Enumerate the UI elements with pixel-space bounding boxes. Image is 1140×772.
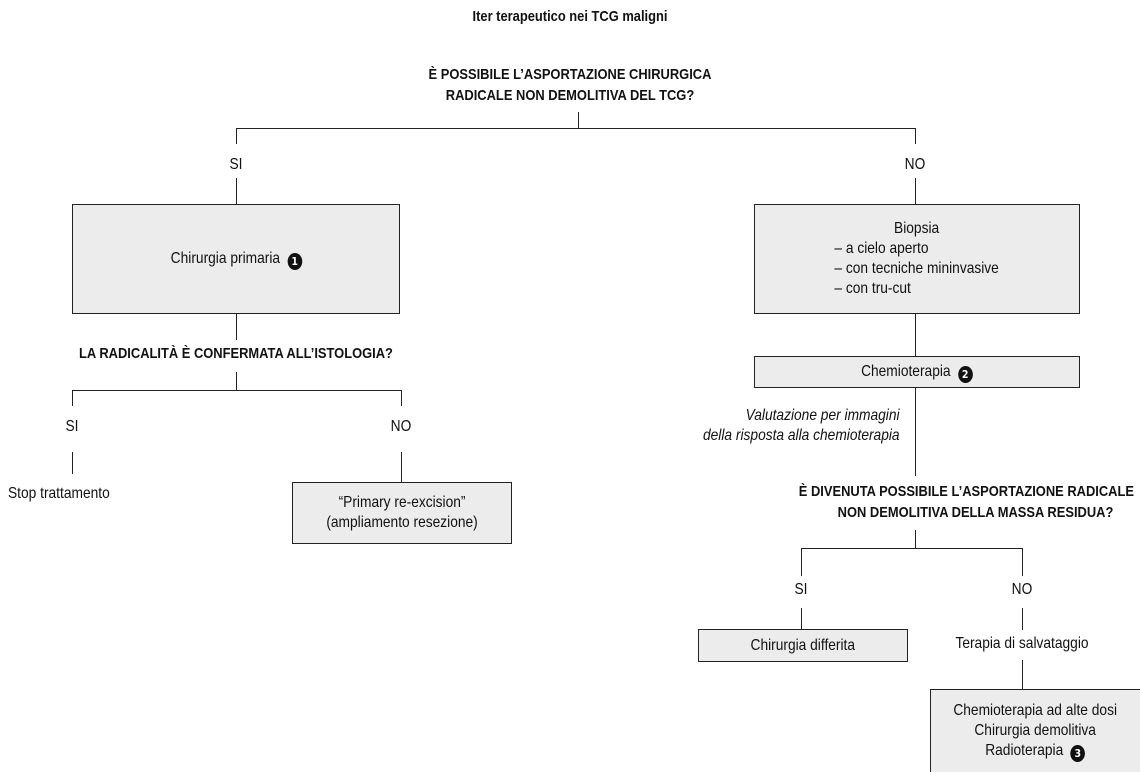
connector xyxy=(578,112,579,128)
valutazione-note: Valutazione per immagini della risposta … xyxy=(703,406,900,446)
chirurgia-primaria-label: Chirurgia primaria xyxy=(170,249,280,267)
biopsia-box: Biopsia – a cielo aperto – con tecniche … xyxy=(754,204,1080,314)
connector xyxy=(801,548,1023,549)
terapia-salvataggio-box: Chemioterapia ad alte dosi Chirurgia dem… xyxy=(930,689,1140,772)
badge-1: 1 xyxy=(286,252,302,270)
chemioterapia-label: Chemioterapia xyxy=(861,362,951,380)
q2-yes-label: SI xyxy=(65,418,79,435)
connector xyxy=(236,128,237,144)
chirurgia-differita-label: Chirurgia differita xyxy=(750,636,856,654)
connector xyxy=(401,390,402,406)
question-2: LA RADICALITÀ È CONFERMATA ALL’ISTOLOGIA… xyxy=(79,345,393,362)
connector xyxy=(1022,548,1023,576)
chirurgia-primaria-box: Chirurgia primaria 1 xyxy=(72,204,400,314)
primary-reexcision-box: “Primary re-excision” (ampliamento resez… xyxy=(292,482,512,544)
biopsia-heading: Biopsia xyxy=(894,220,940,237)
valutazione-line1: Valutazione per immagini xyxy=(746,407,900,424)
connector xyxy=(236,178,237,204)
valutazione-line2: della risposta alla chemioterapia xyxy=(703,427,900,444)
biopsia-item: – con tru-cut xyxy=(834,280,912,297)
connector xyxy=(915,530,916,548)
question-3-line2: NON DEMOLITIVA DELLA MASSA RESIDUA? xyxy=(837,504,1114,521)
connector xyxy=(915,178,916,204)
reexcision-line2: (ampliamento resezione) xyxy=(326,514,478,531)
q3-no-label: NO xyxy=(1011,581,1033,598)
connector xyxy=(915,314,916,356)
connector xyxy=(1022,608,1023,630)
connector xyxy=(801,548,802,576)
connector xyxy=(401,452,402,482)
connector xyxy=(915,388,916,476)
question-3: È DIVENUTA POSSIBILE L’ASPORTAZIONE RADI… xyxy=(687,481,1134,523)
chemioterapia-box: Chemioterapia 2 xyxy=(754,356,1080,388)
q3-yes-label: SI xyxy=(794,581,808,598)
badge-2: 2 xyxy=(958,365,973,383)
stop-trattamento-label: Stop trattamento xyxy=(8,485,110,502)
q1-no-label: NO xyxy=(904,156,926,173)
connector xyxy=(72,452,73,474)
final-line1: Chemioterapia ad alte dosi xyxy=(953,701,1118,719)
connector xyxy=(72,390,73,406)
biopsia-item: – a cielo aperto xyxy=(834,240,929,257)
connector xyxy=(236,128,916,129)
question-1: È POSSIBILE L’ASPORTAZIONE CHIRURGICA RA… xyxy=(398,64,742,106)
connector xyxy=(915,128,916,144)
final-line3: Radioterapia xyxy=(985,741,1064,759)
question-1-line1: È POSSIBILE L’ASPORTAZIONE CHIRURGICA xyxy=(428,66,712,83)
connector xyxy=(1022,660,1023,690)
q2-no-label: NO xyxy=(390,418,412,435)
diagram-title: Iter terapeutico nei TCG maligni xyxy=(472,8,668,25)
connector xyxy=(236,372,237,390)
badge-3: 3 xyxy=(1070,744,1086,762)
biopsia-item: – con tecniche mininvasive xyxy=(834,260,1000,277)
connector xyxy=(801,608,802,630)
question-1-line2: RADICALE NON DEMOLITIVA DEL TCG? xyxy=(445,87,695,104)
final-line2: Chirurgia demolitiva xyxy=(974,721,1097,739)
chirurgia-differita-box: Chirurgia differita xyxy=(698,629,908,662)
q1-yes-label: SI xyxy=(229,156,243,173)
terapia-salvataggio-label: Terapia di salvataggio xyxy=(955,635,1089,652)
connector xyxy=(236,314,237,340)
reexcision-line1: “Primary re-excision” xyxy=(338,494,466,511)
connector xyxy=(72,390,402,391)
question-3-line1: È DIVENUTA POSSIBILE L’ASPORTAZIONE RADI… xyxy=(798,483,1134,500)
